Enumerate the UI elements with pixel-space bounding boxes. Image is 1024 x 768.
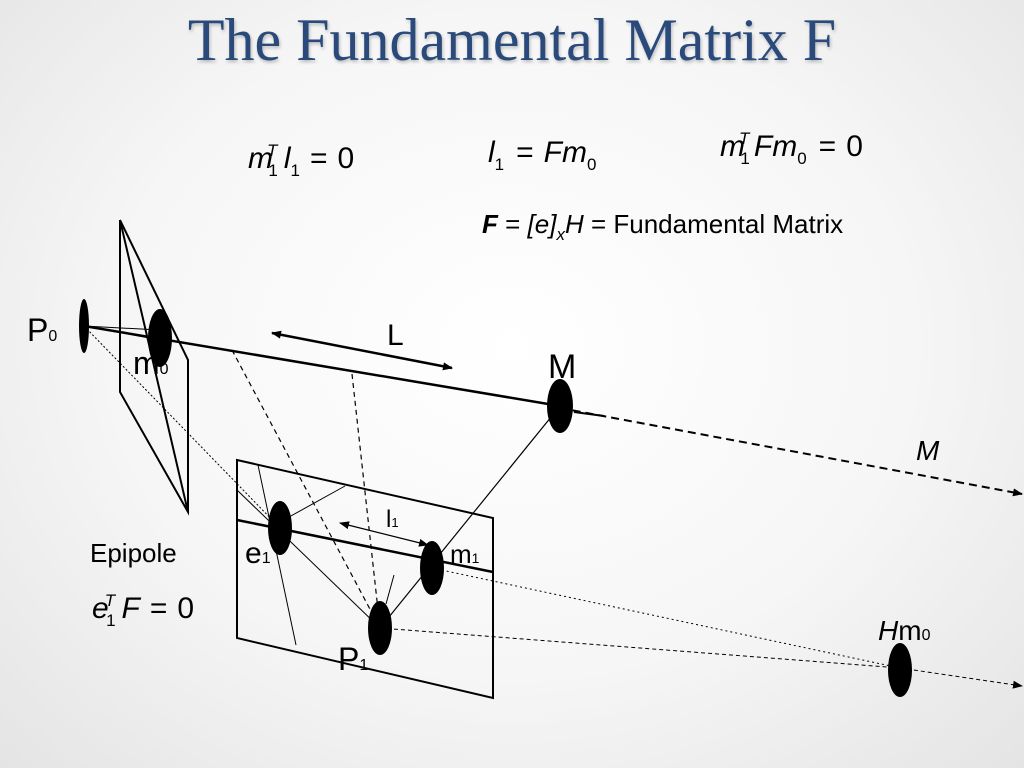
label-l1: l1 [386, 506, 399, 533]
label-p0: P0 [27, 312, 57, 348]
ray-m-to-p1 [379, 405, 561, 629]
short-dash-near-m [573, 411, 605, 417]
l1-double-arrow [339, 521, 429, 547]
label-hm0: Hm0 [878, 615, 931, 646]
label-e1: e1 [245, 537, 271, 570]
label-epipole: Epipole [90, 538, 177, 568]
point-m1 [420, 541, 444, 595]
label-M-point: M [548, 348, 576, 386]
label-m0: m0 [133, 345, 169, 381]
point-m0 [148, 309, 172, 367]
l-double-arrow [271, 330, 453, 371]
dotted-m1-to-hm0 [431, 567, 901, 669]
epipolar-pencil-c [279, 485, 346, 523]
dashed-proj-2 [351, 373, 381, 629]
epipolar-pencil-b [236, 489, 381, 629]
point-p0 [79, 299, 89, 353]
equation-4: F = [e]xH = Fundamental Matrix [482, 209, 843, 244]
point-p1 [368, 601, 392, 655]
slide-title: The Fundamental Matrix F [187, 7, 837, 73]
p0-ray-upper [83, 325, 161, 331]
p0-ray-lower [83, 325, 161, 341]
baseline-p0-e1 [83, 325, 281, 529]
ray-m-extension [559, 407, 1023, 497]
point-m [547, 379, 573, 433]
dashed-hm0-extension [899, 667, 1023, 689]
equation-2: l1=Fm0 [488, 136, 596, 174]
point-e1 [268, 501, 292, 555]
point-hm0 [888, 643, 912, 697]
image-plane-1 [236, 458, 494, 700]
epipolar-pencil-a [257, 464, 297, 646]
dashed-p1-to-hm0 [379, 627, 901, 669]
label-L: L [387, 319, 404, 352]
short-p1-line [385, 574, 395, 605]
label-M-ray: M [916, 435, 940, 466]
dashed-proj-1 [231, 349, 381, 629]
label-p1: P1 [338, 641, 368, 677]
label-m1: m1 [450, 539, 480, 569]
